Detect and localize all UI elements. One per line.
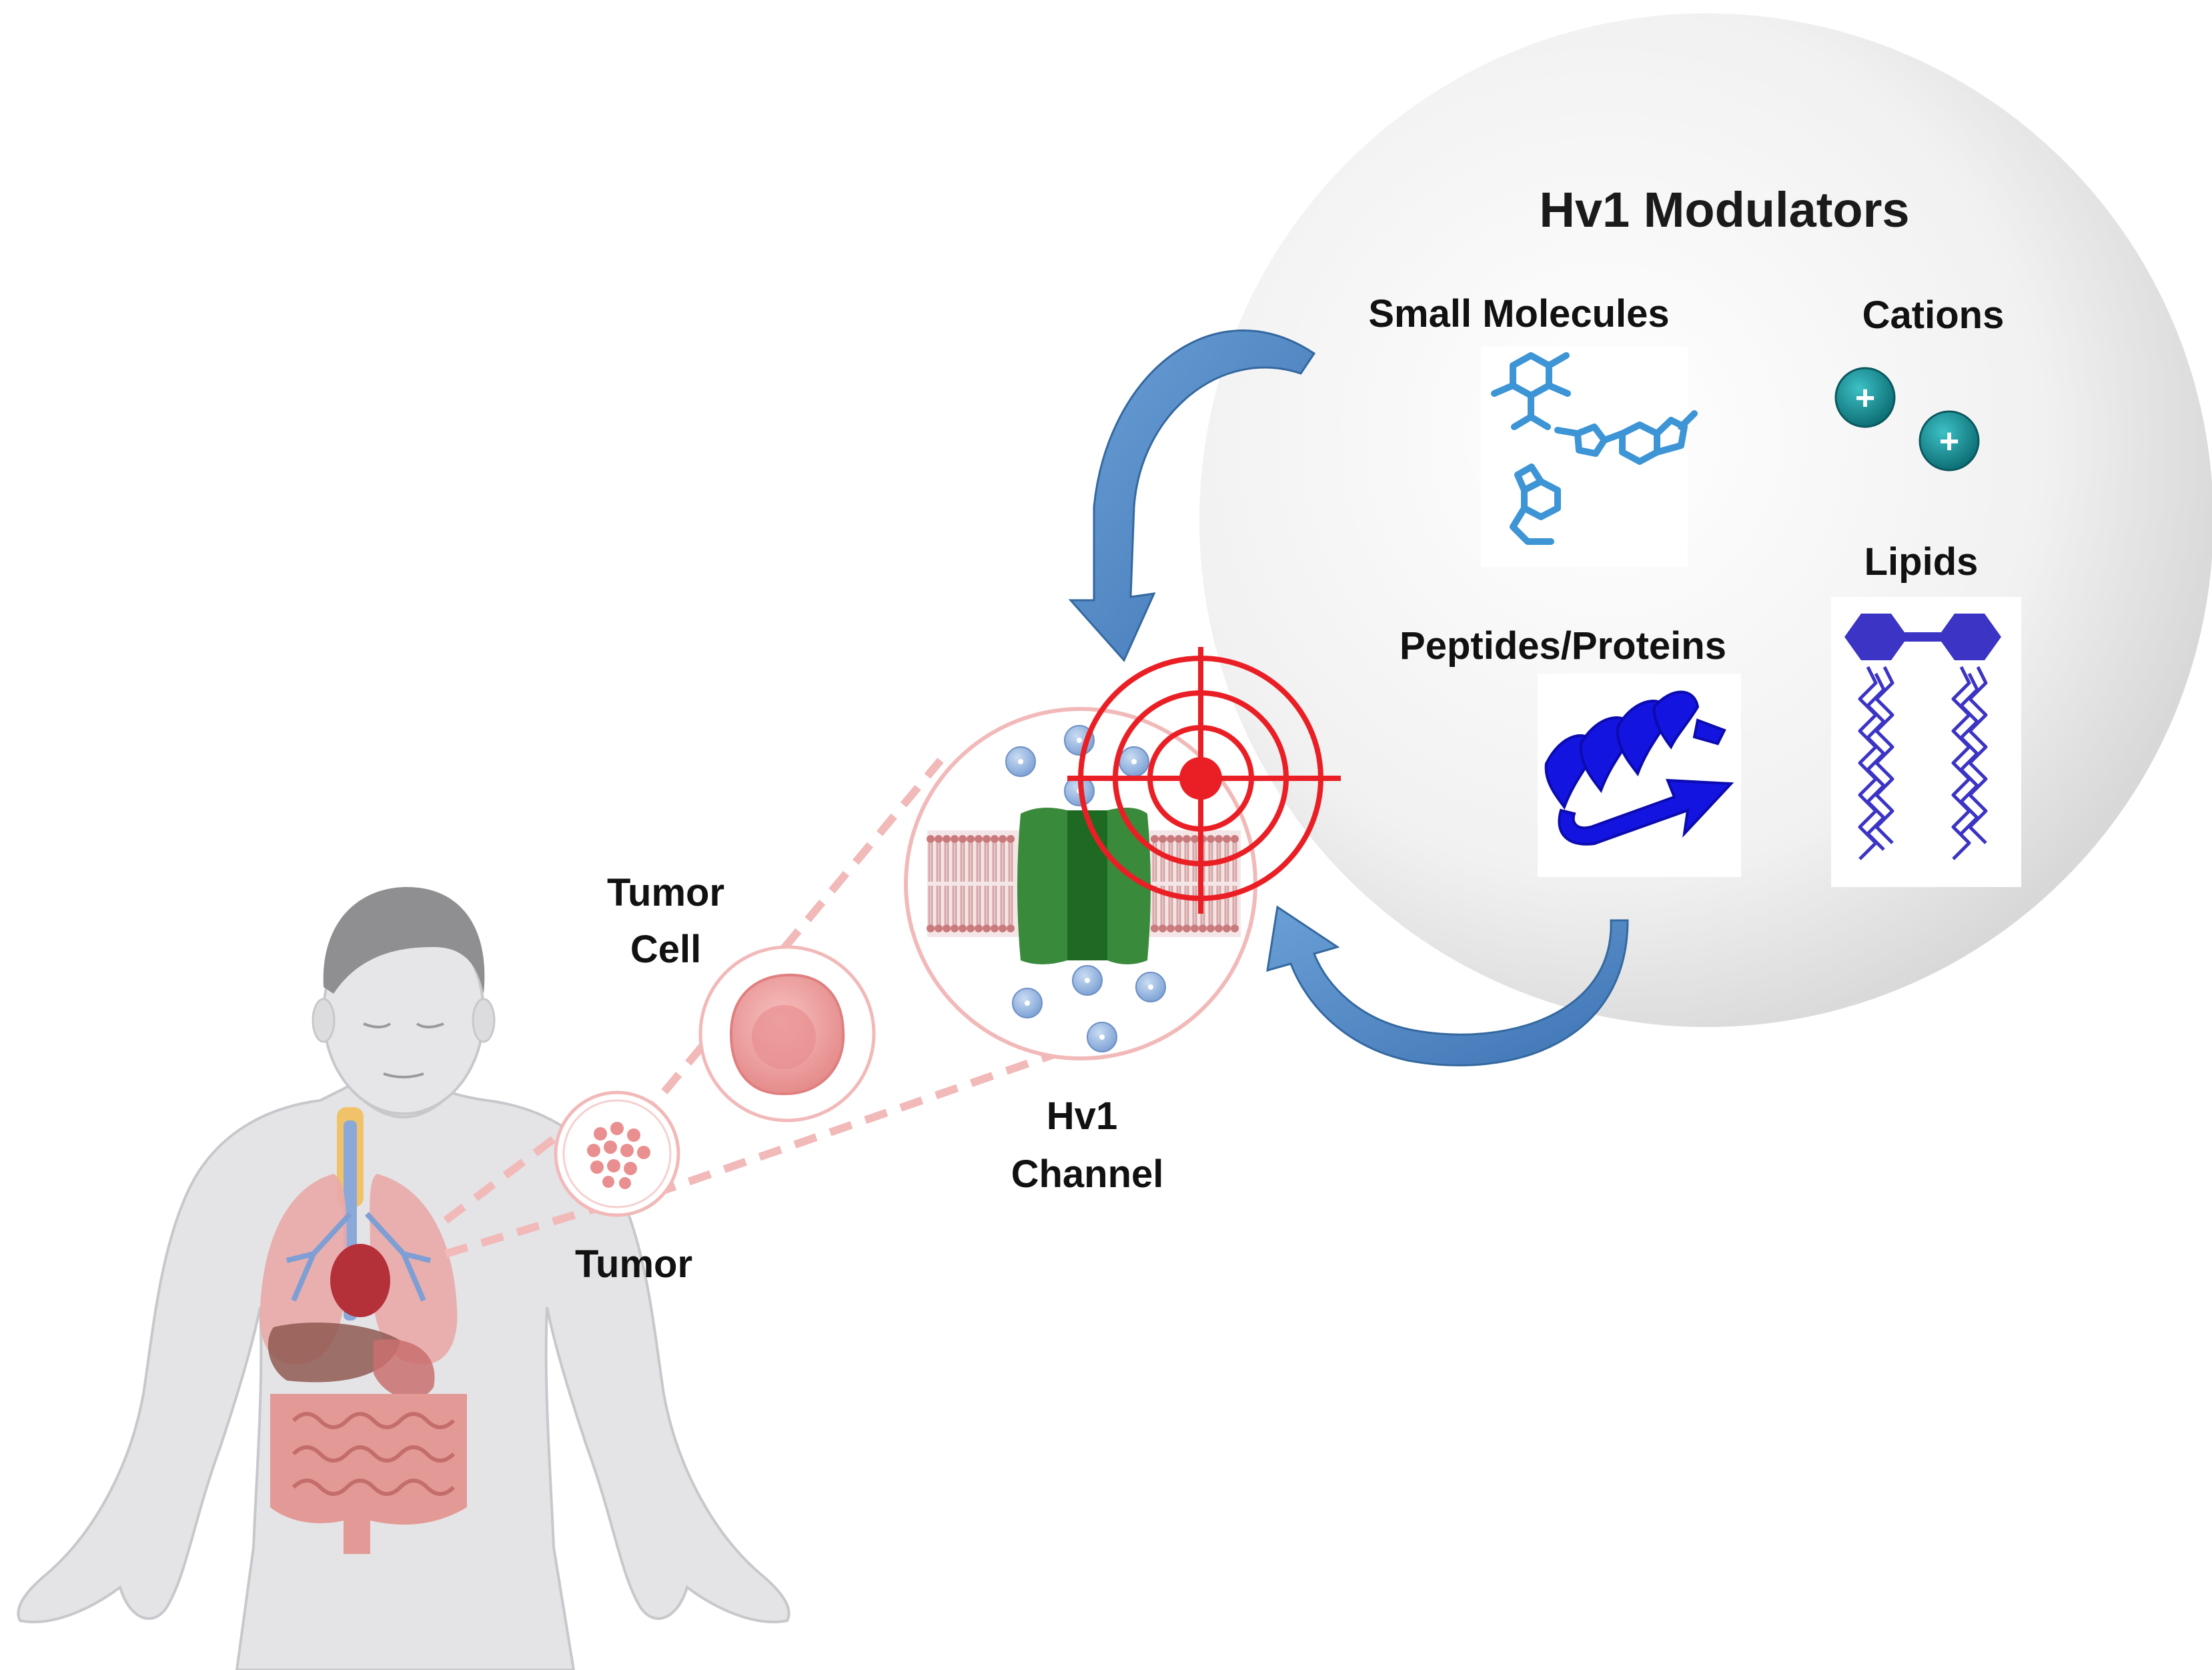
lipid-tail-chain: [1858, 666, 1878, 860]
lipid-head: [1223, 924, 1231, 932]
lipid-tail-chain: [1866, 672, 1886, 851]
proton-charge-icon: [1131, 759, 1137, 764]
arrow-peptides-to-target: [1266, 905, 1629, 1066]
lipid-head: [1215, 924, 1223, 932]
lipid-head: [927, 835, 935, 843]
lipid-head: [1183, 924, 1191, 932]
lipid-head: [991, 835, 999, 843]
lipid-head: [991, 924, 999, 932]
small-molecules-label: Small Molecules: [1368, 292, 1669, 335]
lipid-head: [1207, 924, 1215, 932]
hv1-channel: [1017, 808, 1151, 964]
proton-charge-icon: [1018, 759, 1023, 764]
modulators-title: Hv1 Modulators: [1539, 182, 1909, 237]
lipid-head: [975, 835, 983, 843]
lipid-head: [1231, 835, 1239, 843]
lipid-head: [943, 835, 951, 843]
peptide-protein-icon: [1538, 674, 1741, 877]
lipid-head: [935, 835, 943, 843]
tumor-cell-circle: [698, 945, 876, 1122]
lipid-tail-chain: [1959, 672, 1979, 835]
proton-charge-icon: [1025, 1000, 1030, 1006]
tumor-cell-label: Tumor: [607, 871, 724, 914]
lipid-head: [1223, 835, 1231, 843]
lipid-head: [967, 924, 975, 932]
lipid-head: [1175, 924, 1183, 932]
lipid-head: [1183, 835, 1191, 843]
tumor-cell-label: Cell: [630, 928, 701, 971]
lipid-head: [1151, 924, 1159, 932]
lipid-head: [1207, 835, 1215, 843]
lipid-head: [935, 924, 943, 932]
lipid-head: [959, 924, 967, 932]
lipid-head: [943, 924, 951, 932]
lipid-head: [983, 924, 991, 932]
lipid-head: [951, 924, 959, 932]
lipid-head: [1007, 835, 1015, 843]
cations-icon: [1834, 367, 1980, 472]
lipid-head: [1167, 835, 1175, 843]
lipid-head: [1191, 835, 1199, 843]
tumor-circle: [554, 1090, 680, 1217]
lipid-head: [1159, 924, 1167, 932]
peptides-proteins-label: Peptides/Proteins: [1400, 624, 1726, 668]
lipid-head: [927, 924, 935, 932]
lipids-label: Lipids: [1864, 540, 1979, 584]
lipid-head: [1167, 924, 1175, 932]
cation-plus-symbol: +: [1855, 379, 1875, 418]
small-molecules-icon: [1481, 347, 1698, 567]
proton-charge-icon: [1148, 984, 1153, 990]
proton-charge-icon: [1099, 1034, 1105, 1040]
proton-charge-icon: [1077, 738, 1082, 743]
lipid-head: [1007, 924, 1015, 932]
lipid-head: [951, 835, 959, 843]
hv1-channel-circle: [904, 707, 1257, 1060]
lipid-head: [983, 835, 991, 843]
cations-label: Cations: [1862, 293, 2005, 337]
proton-charge-icon: [1085, 978, 1090, 983]
lipid-head: [999, 924, 1007, 932]
lipid-head: [959, 835, 967, 843]
tumor-label: Tumor: [575, 1242, 692, 1286]
hv1-channel-label: Hv1: [1047, 1094, 1117, 1138]
target-icon: [1067, 647, 1341, 914]
lipids-icon: [1831, 597, 2021, 887]
lipid-tail-chain: [1951, 666, 1971, 860]
lipid-head: [1175, 835, 1183, 843]
cation-plus-symbol: +: [1939, 422, 1959, 461]
lipid-head: [1191, 924, 1199, 932]
lipid-head: [1199, 924, 1207, 932]
arrow-small-molecules-to-target: [1068, 329, 1316, 662]
lipid-head: [967, 835, 975, 843]
lipid-head: [1159, 835, 1167, 843]
lipid-head: [1215, 835, 1223, 843]
lipid-head: [999, 835, 1007, 843]
lipid-head: [1151, 835, 1159, 843]
hv1-channel-label: Channel: [1011, 1152, 1164, 1196]
lipid-head: [975, 924, 983, 932]
zoom-lines: [443, 758, 1095, 1258]
lipid-head: [1231, 924, 1239, 932]
